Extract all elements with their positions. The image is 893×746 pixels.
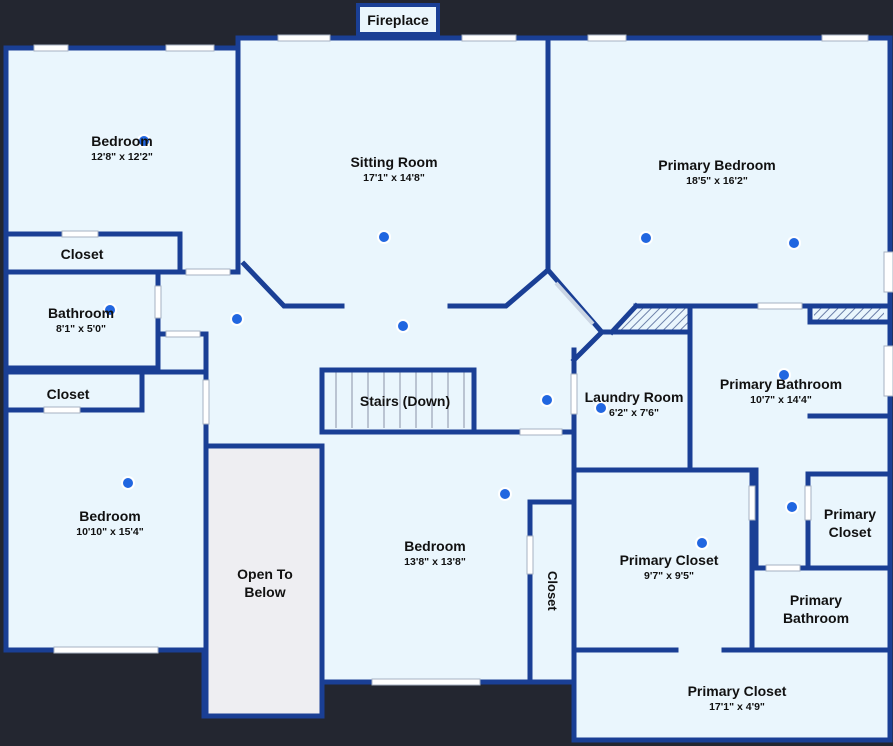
room-primary-closet-small: Primary Closet (817, 506, 883, 541)
room-name: Primary Bathroom (719, 376, 843, 392)
room-name: Primary Bedroom (658, 157, 776, 173)
marker-bedroom-nw[interactable] (137, 134, 151, 148)
room-name: Closet (60, 246, 104, 262)
marker-primary-bathroom[interactable] (777, 368, 791, 382)
room-dims: 8'1" x 5'0" (56, 322, 106, 335)
room-closet-s: Closet (545, 571, 560, 611)
room-dims: 17'1" x 4'9" (709, 700, 765, 713)
windows (33, 34, 893, 686)
room-name: Primary Closet (687, 683, 787, 699)
door-swing-sitting (554, 281, 595, 326)
room-name: Closet (46, 386, 90, 402)
room-primary-bedroom: Primary Bedroom 18'5" x 16'2" (658, 157, 775, 188)
room-name: Stairs (Down) (359, 393, 451, 409)
floor-area (6, 38, 890, 740)
room-primary-closet-mid: Primary Closet 9'7" x 9'5" (620, 552, 719, 583)
room-dims: 18'5" x 16'2" (686, 174, 748, 187)
room-bathroom-w: Bathroom 8'1" x 5'0" (48, 305, 114, 336)
marker-hall-3[interactable] (540, 393, 554, 407)
room-sitting-room: Sitting Room 17'1" x 14'8" (350, 154, 437, 185)
room-dims: 9'7" x 9'5" (644, 569, 694, 582)
room-name: Bathroom (47, 305, 115, 321)
room-name: Open To Below (237, 566, 293, 600)
marker-hall-1[interactable] (230, 312, 244, 326)
room-dims: 17'1" x 14'8" (363, 171, 425, 184)
room-primary-bathroom-main: Primary Bathroom 10'7" x 14'4" (720, 376, 842, 407)
marker-laundry[interactable] (594, 401, 608, 415)
room-dims: 10'7" x 14'4" (750, 393, 812, 406)
room-bedroom-sw: Bedroom 10'10" x 15'4" (76, 508, 144, 539)
marker-primary-hall[interactable] (785, 500, 799, 514)
marker-sitting-room[interactable] (377, 230, 391, 244)
room-name: Primary Closet (619, 552, 719, 568)
room-dims: 6'2" x 7'6" (609, 406, 659, 419)
room-dims: 10'10" x 15'4" (76, 525, 144, 538)
room-bedroom-s: Bedroom 13'8" x 13'8" (404, 538, 466, 569)
fireplace-text: Fireplace (367, 11, 429, 28)
room-stairs: Stairs (Down) (360, 393, 450, 411)
marker-bedroom-sw[interactable] (121, 476, 135, 490)
marker-hall-2[interactable] (396, 319, 410, 333)
stairs-graphic (335, 372, 465, 428)
fireplace-label: Fireplace (356, 3, 440, 36)
room-name: Sitting Room (350, 154, 438, 170)
chase-bathroom (814, 306, 884, 322)
room-dims: 13'8" x 13'8" (404, 555, 466, 568)
marker-primary-closet[interactable] (695, 536, 709, 550)
marker-bedroom-s[interactable] (498, 487, 512, 501)
room-name: Bedroom (79, 508, 141, 524)
open-to-below-area (205, 446, 322, 716)
room-name: Primary Bathroom (782, 592, 850, 626)
room-primary-closet-bottom: Primary Closet 17'1" x 4'9" (688, 683, 787, 714)
room-closet-w: Closet (47, 386, 90, 404)
room-name: Bedroom (404, 538, 466, 554)
marker-bathroom-w[interactable] (103, 303, 117, 317)
room-closet-nw: Closet (61, 246, 104, 264)
photo-markers[interactable] (103, 134, 801, 550)
room-name: Bedroom (91, 133, 153, 149)
room-bedroom-nw: Bedroom 12'8" x 12'2" (91, 133, 153, 164)
marker-primary-bedroom-1[interactable] (639, 231, 653, 245)
room-name: Laundry Room (584, 389, 684, 405)
marker-primary-bedroom-2[interactable] (787, 236, 801, 250)
room-open-to-below: Open To Below (220, 566, 310, 601)
room-primary-bathroom-small: Primary Bathroom (771, 592, 861, 627)
room-name: Primary Closet (823, 506, 877, 540)
room-dims: 12'8" x 12'2" (91, 150, 153, 163)
room-name: Closet (545, 571, 560, 611)
room-laundry-room: Laundry Room 6'2" x 7'6" (585, 389, 684, 420)
